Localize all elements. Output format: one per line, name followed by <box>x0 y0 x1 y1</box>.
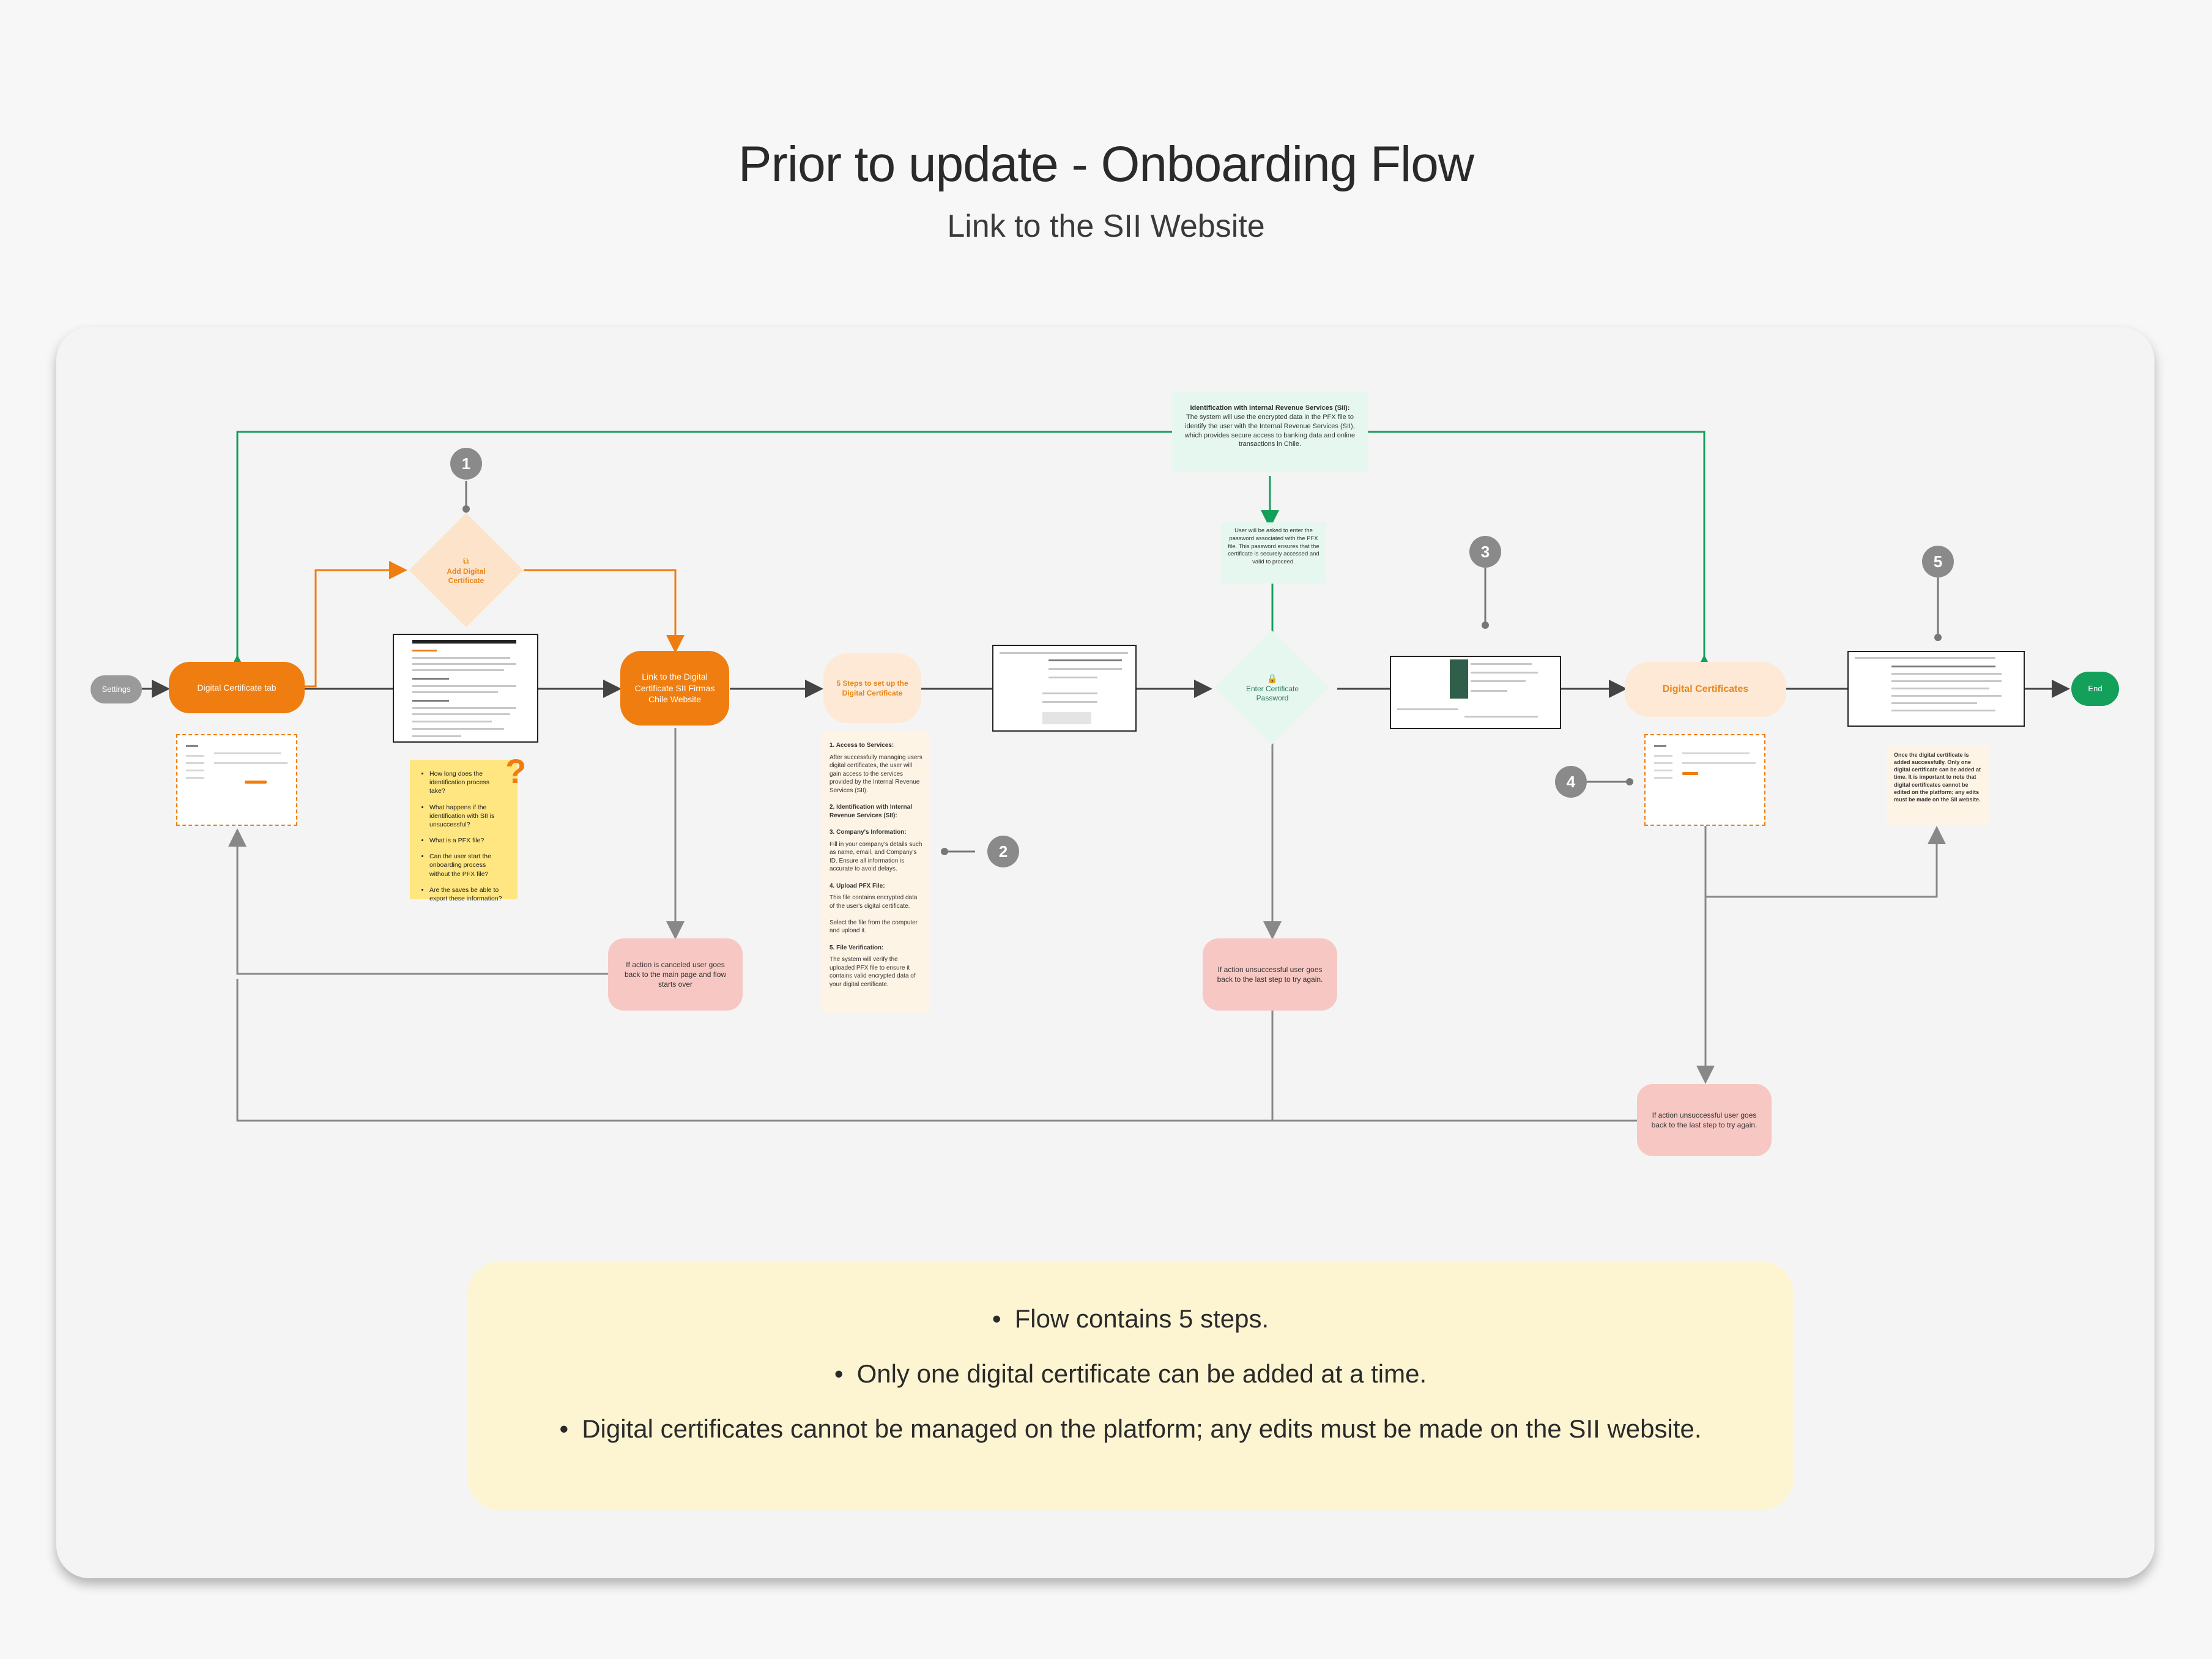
question-item: Can the user start the onboarding proces… <box>429 852 507 878</box>
step-badge-2: 2 <box>987 836 1019 867</box>
step-body: The system will verify the uploaded PFX … <box>830 956 916 988</box>
identification-heading: Identification with Internal Revenue Ser… <box>1190 404 1350 412</box>
step-heading: 5. File Verification: <box>830 944 884 951</box>
external-link-icon: ⧉ <box>463 556 469 566</box>
upload-form-thumbnail <box>992 645 1137 732</box>
question-item: What is a PFX file? <box>429 836 507 845</box>
step-badge-3: 3 <box>1469 536 1501 568</box>
final-note-text: Once the digital certificate is added su… <box>1894 752 1981 803</box>
digital-certificates-node: Digital Certificates <box>1625 662 1786 717</box>
page-subtitle: Link to the SII Website <box>947 209 1265 244</box>
password-note: User will be asked to enter the password… <box>1221 522 1326 584</box>
identification-note: Identification with Internal Revenue Ser… <box>1172 392 1368 472</box>
certificate-tab-screen <box>176 734 297 826</box>
enter-password-decision: 🔒 Enter Certificate Password <box>1217 652 1327 724</box>
identification-doc-thumbnail <box>393 634 538 743</box>
identification-body: The system will use the encrypted data i… <box>1184 413 1356 448</box>
summary-item: Digital certificates cannot be managed o… <box>467 1414 1794 1444</box>
password-screen-thumbnail <box>1390 656 1561 729</box>
step-heading: 4. Upload PFX File: <box>830 882 885 889</box>
questions-sticky-note: How long does the identification process… <box>410 760 518 902</box>
step-body: This file contains encrypted data of the… <box>830 894 918 934</box>
digital-certificates-screen <box>1644 734 1765 826</box>
lock-icon: 🔒 <box>1267 674 1278 684</box>
step-body: After successfully managing users digita… <box>830 754 922 794</box>
question-mark-icon: ? <box>505 752 527 790</box>
step-badge-5: 5 <box>1922 546 1954 577</box>
question-item: What happens if the identification with … <box>429 803 507 830</box>
step-badge-4: 4 <box>1555 766 1587 798</box>
final-note: Once the digital certificate is added su… <box>1887 745 1989 825</box>
certificate-list-thumbnail <box>1847 651 2025 727</box>
summary-item: Only one digital certificate can be adde… <box>467 1359 1794 1389</box>
question-item: How long does the identification process… <box>429 770 507 796</box>
step-body: Fill in your company's details such as n… <box>830 841 922 873</box>
settings-node: Settings <box>91 675 142 703</box>
step-heading: 3. Company's Information: <box>830 829 907 836</box>
add-certificate-label: Add Digital Certificate <box>447 566 486 585</box>
step-heading: 2. Identification with Internal Revenue … <box>830 804 913 819</box>
enter-password-label: Enter Certificate Password <box>1245 684 1299 703</box>
five-steps-node: 5 Steps to set up the Digital Certificat… <box>823 653 921 723</box>
step-badge-1: 1 <box>450 448 482 480</box>
summary-panel: Flow contains 5 steps. Only one digital … <box>467 1261 1794 1510</box>
summary-item: Flow contains 5 steps. <box>467 1304 1794 1334</box>
add-certificate-decision: ⧉ Add Digital Certificate <box>411 535 521 607</box>
page-title: Prior to update - Onboarding Flow <box>738 136 1474 192</box>
unsuccessful-certificates-note: If action unsuccessful user goes back to… <box>1637 1084 1772 1156</box>
canceled-note: If action is canceled user goes back to … <box>608 938 743 1011</box>
question-item: Are the saves be able to export these in… <box>429 886 507 903</box>
steps-list: 1. Access to Services: After successfull… <box>822 732 930 1013</box>
unsuccessful-password-note: If action unsuccessful user goes back to… <box>1203 938 1337 1011</box>
step-heading: 1. Access to Services: <box>830 742 894 749</box>
digital-certificate-tab-node: Digital Certificate tab <box>169 662 305 713</box>
password-note-text: User will be asked to enter the password… <box>1228 527 1319 566</box>
link-to-sii-node: Link to the Digital Certificate SII Firm… <box>620 651 729 726</box>
end-node: End <box>2071 672 2119 706</box>
